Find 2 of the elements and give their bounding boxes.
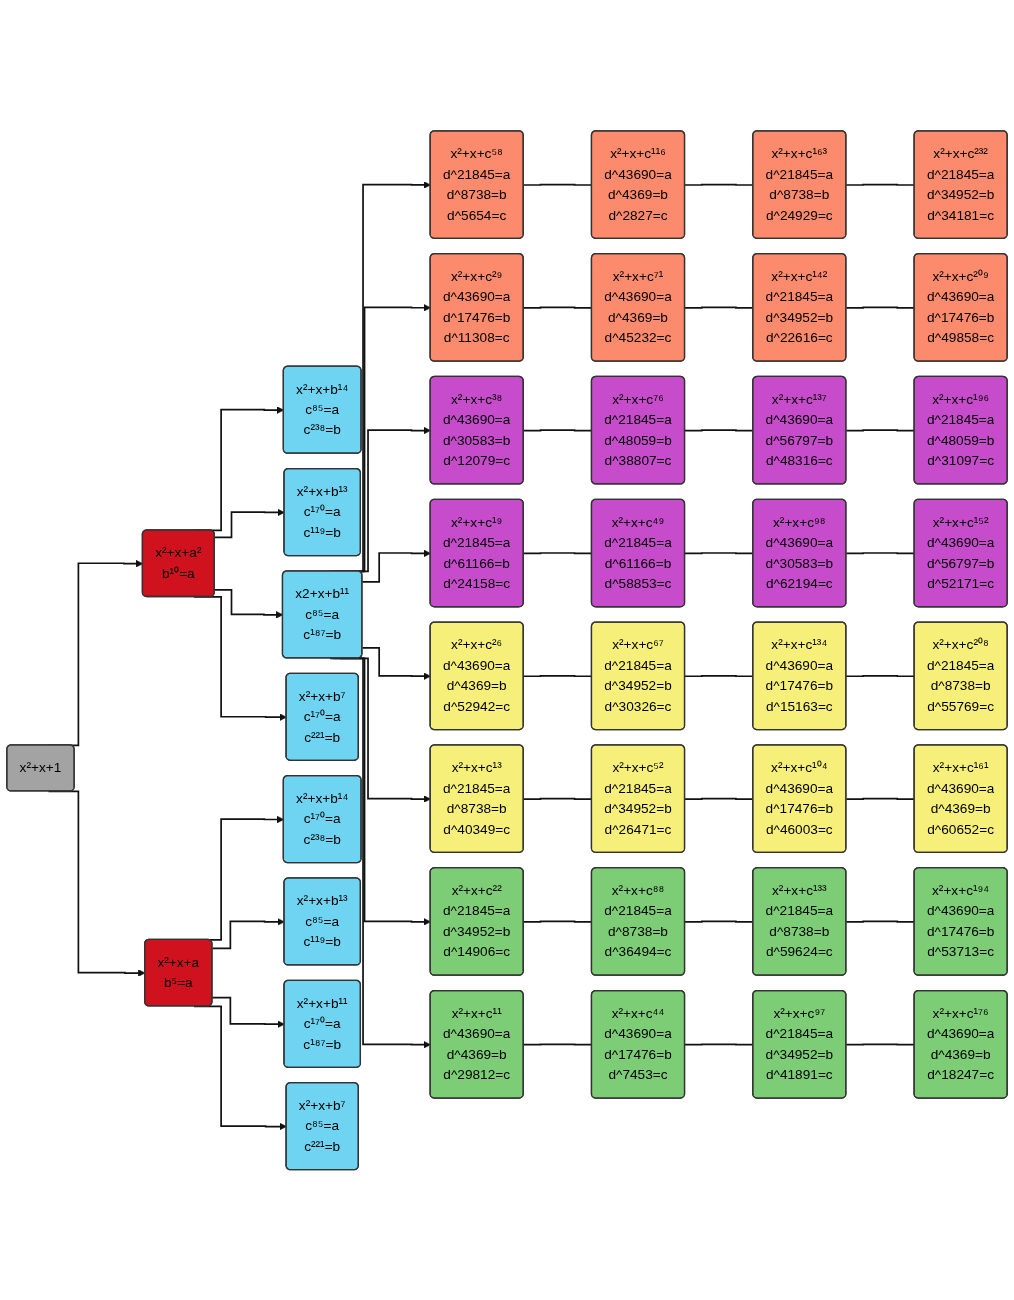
arrow <box>361 646 431 680</box>
arrow <box>361 549 431 583</box>
